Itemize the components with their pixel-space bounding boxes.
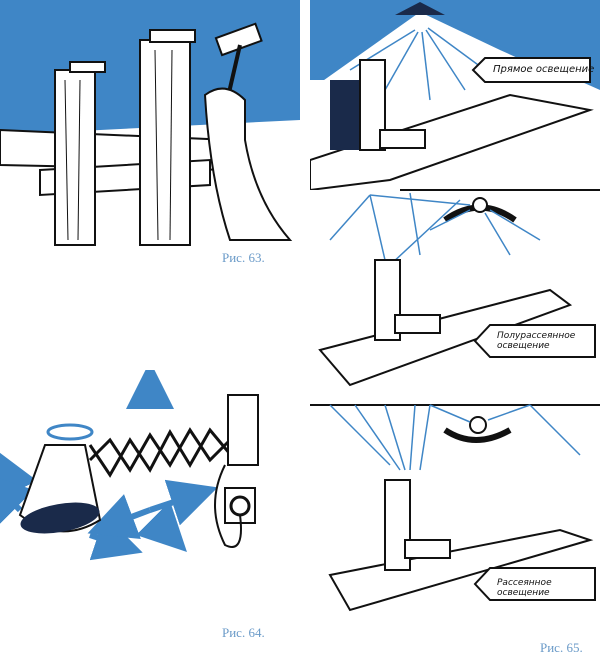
figure-64-lamp-illustration <box>0 370 259 561</box>
figure-65-diffused-light-illustration <box>310 404 600 612</box>
label-line-2: освещение <box>497 341 550 351</box>
label-line-1: Рассеянное <box>497 578 552 588</box>
figure-63-caption: Рис. 63. <box>222 250 265 265</box>
figure-65-caption: Рис. 65. <box>540 640 583 655</box>
diffused-lighting-label: Рассеянное освещение <box>497 578 552 598</box>
semi-diffused-lighting-label: Полурассеянное освещение <box>497 331 575 351</box>
figure-64-caption: Рис. 64. <box>222 625 265 640</box>
label-line-2: освещение <box>497 588 550 598</box>
figure-65-direct-light-illustration <box>310 0 600 190</box>
figure-65-semi-diffused-light-illustration <box>318 189 600 387</box>
label-line-1: Полурассеянное <box>497 331 576 341</box>
direct-lighting-label: Прямое освещение <box>493 64 595 75</box>
figure-63-fence-illustration <box>0 0 300 250</box>
